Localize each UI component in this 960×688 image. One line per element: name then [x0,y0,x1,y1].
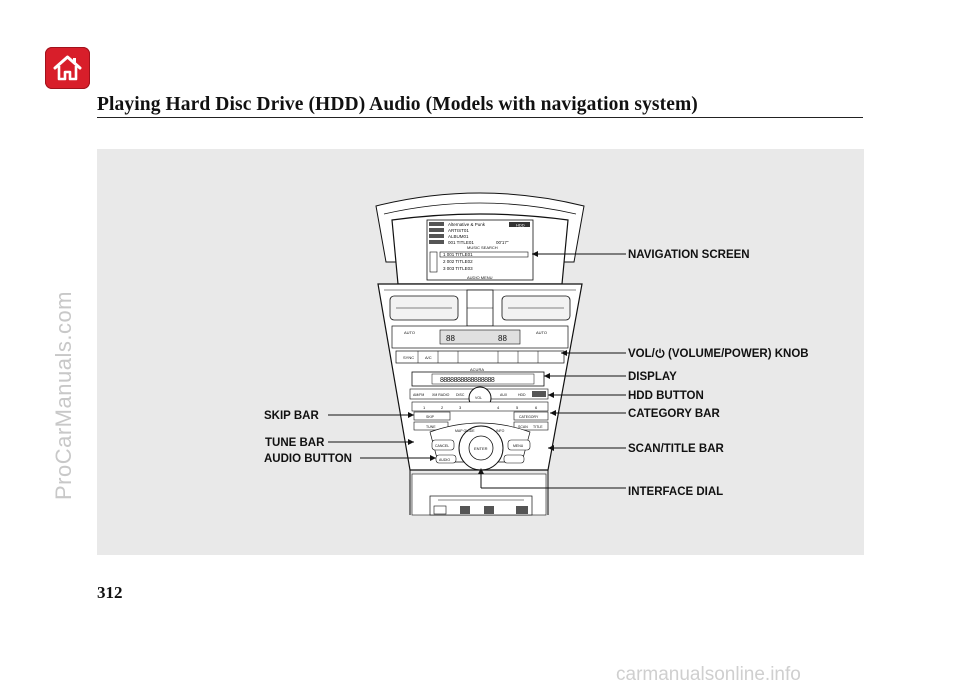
screen-footer: AUDIO MENU [467,275,493,280]
home-button[interactable] [45,47,90,89]
tune-bar [413,421,449,431]
menu-label: MENU [513,444,524,448]
preset-3: 3 [459,405,462,410]
watermark-bottom: carmanualsonline.info [616,664,801,685]
callout-tune-bar: TUNE BAR [265,437,325,449]
callout-vol-suffix: (VOLUME/POWER) KNOB [664,348,809,360]
btn-hdd: HDD [518,393,526,397]
cancel-label: CANCEL [435,444,449,448]
svg-text:88: 88 [446,334,455,343]
page-title: Playing Hard Disc Drive (HDD) Audio (Mod… [97,94,698,115]
screen-mode: MUSIC SEARCH [467,245,498,250]
screen-source-badge: HDD [516,223,525,228]
callout-category-bar: CATEGORY BAR [628,408,720,420]
preset-2: 2 [441,405,444,410]
category-bar [513,411,549,421]
power-icon [655,348,665,358]
screen-track: 001 TITLE01 [448,240,474,245]
map-guide-label: MAP GUIDE [455,429,475,433]
callout-skip-bar: SKIP BAR [264,410,319,422]
title-divider [97,117,863,118]
screen-genre: Alternative & Punk [448,222,486,227]
enter-label: ENTER [474,446,488,451]
callout-display: DISPLAY [628,371,677,383]
callout-hdd-button: HDD BUTTON [628,390,704,402]
brand-label: ACURA [470,367,484,372]
callout-vol-prefix: VOL/ [628,348,655,360]
audio-button [435,454,457,464]
title-label: TITLE [533,425,543,429]
info-label: INFO [496,429,505,433]
climate-auto-right: AUTO [536,330,547,335]
screen-item-2: 2 002 TITLE02 [443,259,473,264]
scan-label: SCAN [518,425,528,429]
vol-knob-label: VOL [475,396,482,400]
preset-6: 6 [535,405,538,410]
climate-auto-left: AUTO [404,330,415,335]
screen-artist: ARTIST01 [448,228,469,233]
callout-audio-button: AUDIO BUTTON [264,453,352,465]
tune-label: TUNE [426,425,436,429]
callout-navigation-screen: NAVIGATION SCREEN [628,249,750,261]
page-number: 312 [97,583,123,602]
screen-item-1: 1 001 TITLE01 [443,252,473,257]
home-icon [53,55,82,81]
callout-scan-title-bar: SCAN/TITLE BAR [628,443,724,455]
svg-text:8888888888888888: 8888888888888888 [440,377,495,384]
callout-vol-power-knob: VOL/ (VOLUME/POWER) KNOB [628,347,809,361]
btn-am-fm: AM/FM [413,393,424,397]
btn-aux: AUX [500,393,508,397]
audio-label: AUDIO [439,458,450,462]
screen-item-3: 3 003 TITLE03 [443,266,473,271]
category-label: CATEGORY [519,415,539,419]
preset-5: 5 [516,405,519,410]
svg-text:88: 88 [498,334,507,343]
screen-album: ALBUM01 [448,234,469,239]
skip-label: SKIP [426,415,435,419]
navigation-screen [426,219,534,281]
skip-bar [413,411,451,421]
callout-interface-dial: INTERFACE DIAL [628,486,724,498]
sync-button-label: SYNC [403,355,414,360]
btn-disc: DISC [456,393,465,397]
screen-time: 00'17" [496,240,509,245]
scan-title-bar [513,421,549,431]
ac-button-label: A/C [425,355,432,360]
preset-4: 4 [497,405,500,410]
watermark-left: ProCarManuals.com [51,290,76,500]
preset-1: 1 [423,405,426,410]
btn-xm: XM RADIO [432,393,450,397]
